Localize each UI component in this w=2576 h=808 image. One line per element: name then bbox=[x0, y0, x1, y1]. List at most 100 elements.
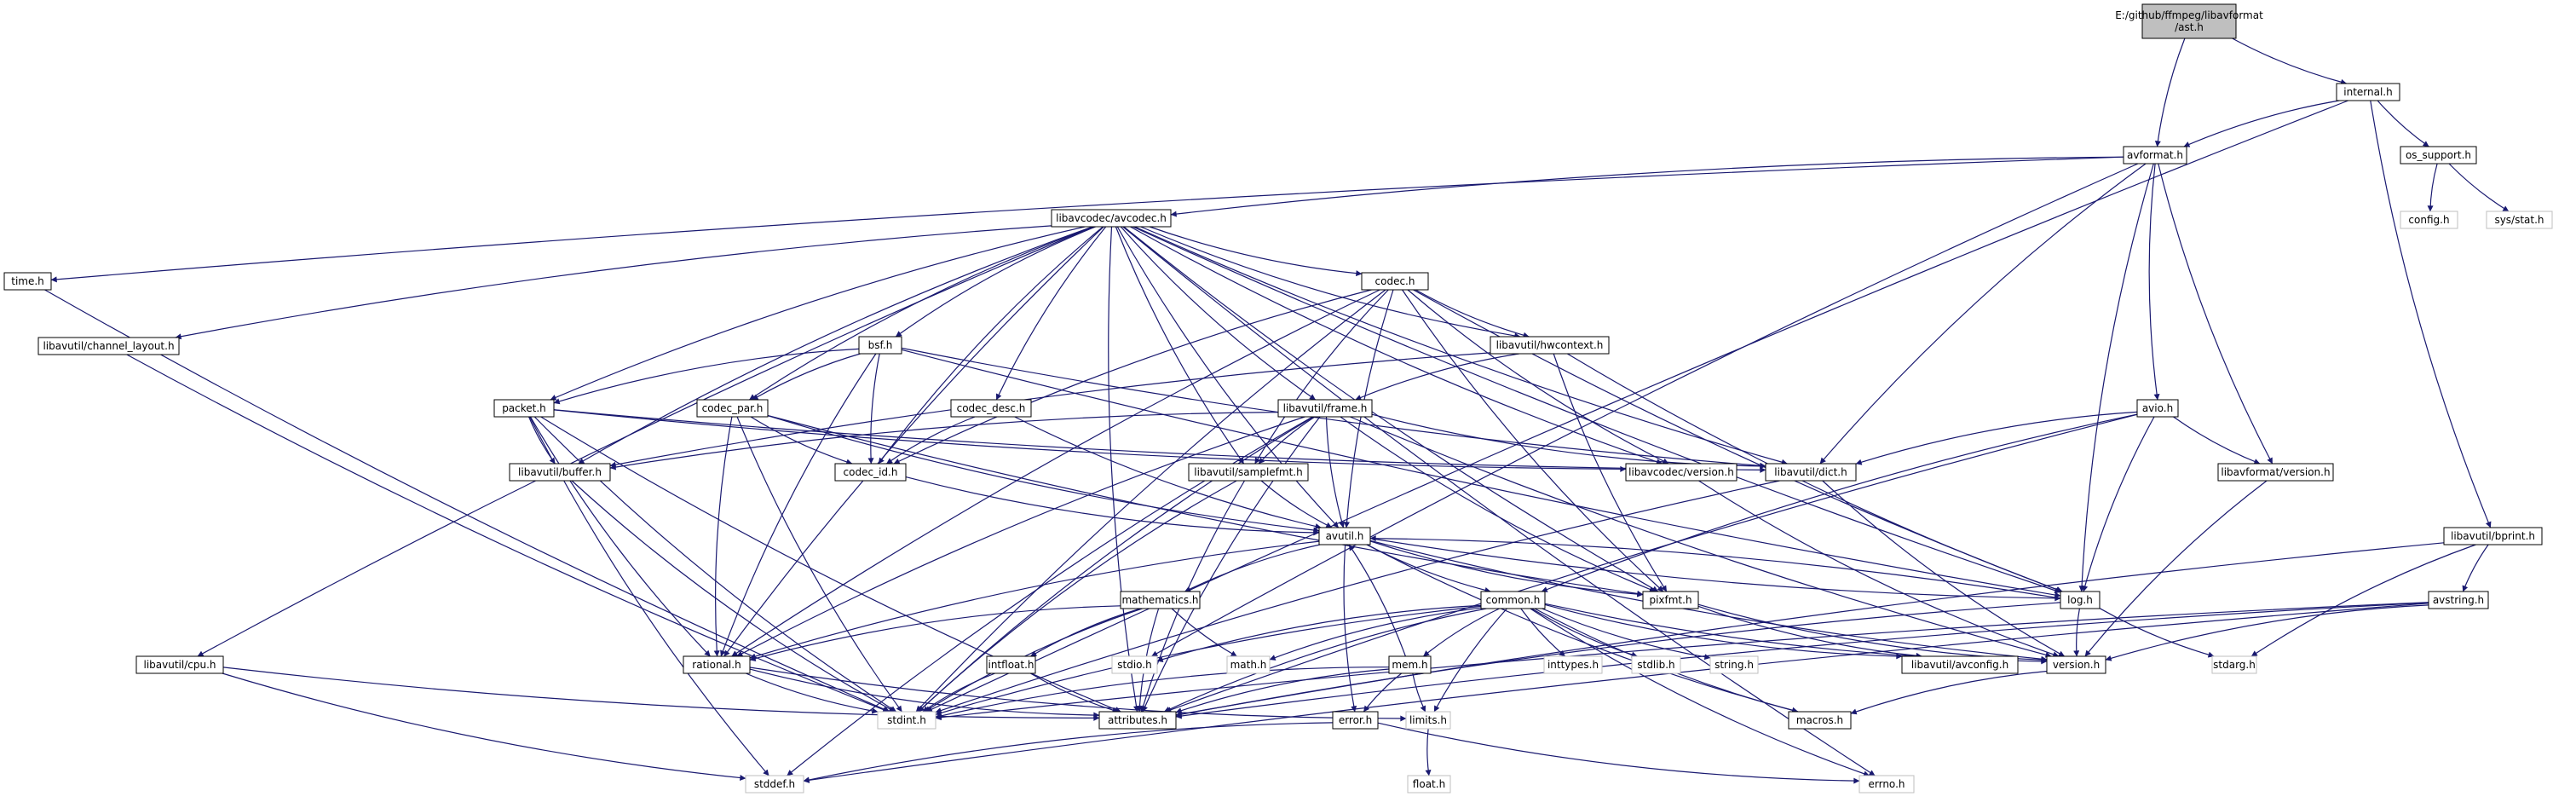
node-label: config.h bbox=[2408, 214, 2449, 226]
node-box bbox=[2443, 527, 2543, 545]
node-cpu[interactable]: libavutil/cpu.h bbox=[135, 655, 224, 674]
node-box bbox=[1051, 209, 1172, 228]
edge-avutil-to-rational bbox=[749, 540, 1320, 660]
node-error[interactable]: error.h bbox=[1332, 711, 1379, 730]
edge-common-to-inttypes bbox=[1520, 608, 1566, 657]
node-codec_par[interactable]: codec_par.h bbox=[696, 399, 769, 418]
node-label: libavutil/bprint.h bbox=[2451, 530, 2535, 542]
edge-mem-to-attributes bbox=[1175, 668, 1390, 714]
node-box bbox=[2141, 3, 2237, 39]
node-label: libavutil/frame.h bbox=[1283, 402, 1368, 414]
edge-codec_par-to-codec_id bbox=[750, 416, 853, 465]
edge-avcodec-to-codec bbox=[1149, 226, 1363, 277]
node-box bbox=[1098, 711, 1177, 730]
node-avstring[interactable]: avstring.h bbox=[2428, 591, 2489, 609]
node-frame[interactable]: libavutil/frame.h bbox=[1277, 399, 1373, 418]
node-pixfmt[interactable]: pixfmt.h bbox=[1642, 591, 1699, 609]
node-log[interactable]: log.h bbox=[2060, 591, 2101, 609]
node-box bbox=[2136, 399, 2179, 418]
node-intfloat[interactable]: intfloat.h bbox=[986, 655, 1036, 674]
edge-mathematics-to-stdint bbox=[924, 608, 1143, 713]
node-stdint: stdint.h bbox=[877, 711, 936, 730]
node-dict[interactable]: libavutil/dict.h bbox=[1765, 463, 1857, 482]
node-label: libavutil/dict.h bbox=[1774, 466, 1847, 478]
node-hwcontext[interactable]: libavutil/hwcontext.h bbox=[1490, 336, 1610, 355]
edge-avformat-to-avcodec bbox=[1170, 156, 2124, 217]
edge-packet-to-avcversion bbox=[553, 409, 1627, 472]
node-codec_id[interactable]: codec_id.h bbox=[834, 463, 907, 482]
node-box bbox=[2486, 211, 2553, 229]
edge-limits-to-float bbox=[1425, 728, 1432, 776]
node-box bbox=[493, 399, 555, 418]
node-internal[interactable]: internal.h bbox=[2336, 83, 2400, 101]
edge-avcodec-to-bsf bbox=[895, 226, 1097, 338]
node-macros[interactable]: macros.h bbox=[1788, 711, 1852, 730]
node-label: stdlib.h bbox=[1637, 659, 1674, 671]
node-channel_layout[interactable]: libavutil/channel_layout.h bbox=[37, 337, 180, 355]
node-avio[interactable]: avio.h bbox=[2136, 399, 2179, 418]
edge-frame-to-avutil bbox=[1325, 416, 1346, 528]
edge-internal-to-os_support bbox=[2377, 100, 2429, 147]
edge-frame-to-version bbox=[1350, 416, 2052, 658]
node-label: intfloat.h bbox=[988, 659, 1034, 671]
edge-avcodec-to-codec_desc bbox=[995, 226, 1107, 401]
edge-intfloat-to-attributes bbox=[1029, 672, 1119, 713]
node-mem[interactable]: mem.h bbox=[1388, 655, 1432, 674]
edge-codec-to-codec_id bbox=[893, 289, 1372, 465]
node-avcversion[interactable]: libavcodec/version.h bbox=[1625, 463, 1738, 482]
node-label: codec_par.h bbox=[702, 402, 764, 414]
node-box bbox=[2123, 146, 2187, 164]
edge-samplefmt-to-avutil bbox=[1260, 480, 1333, 528]
node-label: codec_desc.h bbox=[957, 402, 1026, 414]
edge-avcversion-to-version bbox=[1698, 480, 2060, 658]
edge-mathematics-to-rational bbox=[749, 605, 1121, 661]
node-codec_desc[interactable]: codec_desc.h bbox=[950, 399, 1032, 418]
edge-packet-to-dict bbox=[553, 409, 1766, 473]
node-bsf[interactable]: bsf.h bbox=[858, 336, 902, 355]
node-label: rational.h bbox=[692, 659, 741, 671]
node-bprint[interactable]: libavutil/bprint.h bbox=[2443, 527, 2543, 545]
node-common[interactable]: common.h bbox=[1480, 591, 1546, 609]
edge-rational-to-attributes bbox=[749, 668, 1100, 719]
node-attributes[interactable]: attributes.h bbox=[1098, 711, 1177, 730]
node-version[interactable]: version.h bbox=[2046, 655, 2106, 674]
header-nodes: E:/github/ffmpeg/libavformat/ast.h intern… bbox=[3, 3, 2553, 794]
node-box bbox=[509, 463, 611, 482]
edge-codec_par-to-stdint bbox=[736, 416, 902, 713]
node-avutil[interactable]: avutil.h bbox=[1318, 527, 1371, 545]
node-packet[interactable]: packet.h bbox=[493, 399, 555, 418]
edge-avformat-to-time bbox=[50, 156, 2124, 283]
node-label: packet.h bbox=[502, 402, 546, 414]
node-inttypes: inttypes.h bbox=[1543, 655, 1603, 674]
edge-common-to-errno bbox=[1530, 608, 1870, 777]
edge-avcodec-to-codec_id bbox=[878, 226, 1104, 465]
edge-codec-to-stdint bbox=[915, 289, 1386, 713]
node-time[interactable]: time.h bbox=[3, 272, 52, 291]
edge-codec-to-hwcontext bbox=[1415, 289, 1530, 338]
node-label: float.h bbox=[1413, 778, 1445, 790]
edge-codec-to-pixfmt bbox=[1402, 289, 1664, 592]
node-label: codec.h bbox=[1375, 275, 1415, 287]
node-box bbox=[1788, 711, 1852, 730]
node-codec[interactable]: codec.h bbox=[1361, 272, 1429, 291]
node-buffer[interactable]: libavutil/buffer.h bbox=[509, 463, 611, 482]
node-samplefmt[interactable]: libavutil/samplefmt.h bbox=[1188, 463, 1309, 482]
node-os_support[interactable]: os_support.h bbox=[2400, 146, 2477, 164]
edge-common-to-mem bbox=[1423, 608, 1500, 657]
node-avcodec[interactable]: libavcodec/avcodec.h bbox=[1051, 209, 1172, 228]
node-avconfig[interactable]: libavutil/avconfig.h bbox=[1901, 655, 2019, 674]
node-root[interactable]: E:/github/ffmpeg/libavformat/ast.h bbox=[2115, 3, 2263, 39]
node-label: macros.h bbox=[1796, 714, 1843, 726]
node-sysstat: sys/stat.h bbox=[2486, 211, 2553, 229]
node-box bbox=[2211, 655, 2257, 674]
node-rational[interactable]: rational.h bbox=[683, 655, 751, 674]
edge-avcodec-to-pixfmt bbox=[1123, 226, 1659, 592]
edge-avcodec-to-avcversion bbox=[1130, 226, 1663, 465]
node-stddef: stddef.h bbox=[745, 775, 804, 794]
node-avfversion[interactable]: libavformat/version.h bbox=[2217, 463, 2334, 482]
edge-hwcontext-to-pixfmt bbox=[1553, 353, 1668, 592]
node-mathematics[interactable]: mathematics.h bbox=[1120, 591, 1201, 609]
node-box bbox=[1388, 655, 1432, 674]
node-avformat[interactable]: avformat.h bbox=[2123, 146, 2187, 164]
